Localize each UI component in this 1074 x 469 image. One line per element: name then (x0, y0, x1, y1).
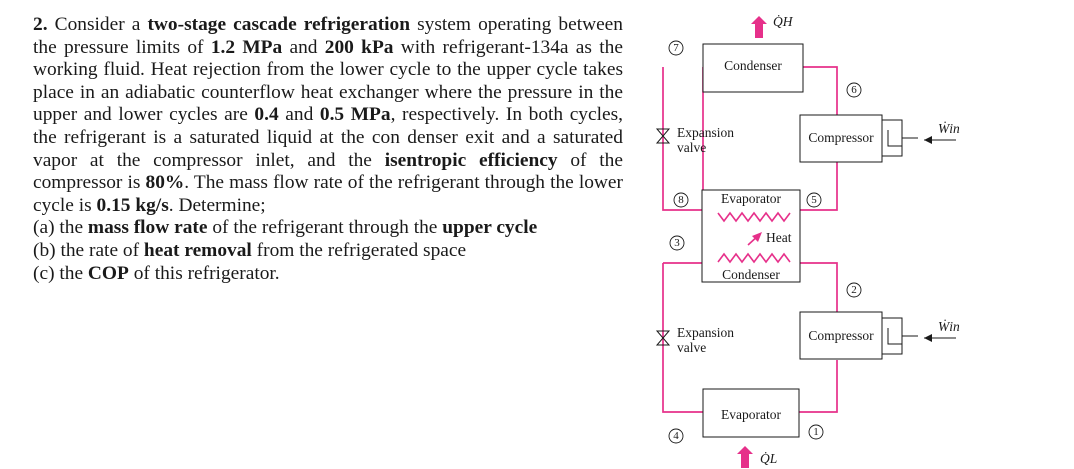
state-node-6: 6 (846, 82, 862, 98)
bold-span: 1.2 MPa (210, 36, 283, 58)
pipe-1 (798, 360, 838, 413)
lower-liquid-line (662, 263, 718, 413)
question-a: (a) the mass flow rate of the refrigeran… (33, 217, 623, 240)
state-node-8: 8 (673, 192, 689, 208)
lower-evaporator-box (702, 388, 800, 438)
heat-in-arrow-icon (737, 446, 753, 468)
state-node-3: 3 (669, 235, 685, 251)
heat-label: Heat (766, 230, 792, 245)
condenser-coil (717, 252, 791, 264)
text-span: of the compressor is (33, 149, 623, 194)
state-label: 1 (813, 426, 819, 438)
q-h-label: Q̇H (773, 14, 794, 29)
state-label: 5 (811, 194, 817, 206)
pipe-2 (798, 262, 838, 312)
state-node-7: 7 (668, 40, 684, 56)
lower-expansion-valve-icon (655, 330, 671, 346)
lower-compressor-box (799, 311, 883, 360)
text-span: (a) the (33, 217, 84, 239)
bold-span: 0.15 kg/s (96, 194, 169, 216)
bold-span: upper cycle (442, 217, 538, 239)
question-b: (b) the rate of heat removal from the re… (33, 240, 623, 263)
lower-evaporator-label: Evaporator (721, 407, 781, 422)
state-label: 8 (678, 194, 684, 206)
upper-expansion-label-1: Expansion (677, 125, 734, 140)
pipe-5 (798, 162, 838, 211)
state-node-1: 1 (808, 424, 824, 440)
text-span: of the refrigerant through the (212, 217, 438, 239)
text-span: with refrigerant-134a as the working flu… (33, 36, 623, 126)
text-span: of this refrigerator. (133, 262, 280, 284)
upper-compressor-box (799, 114, 883, 163)
problem-number: 2. (33, 14, 48, 35)
heat-arrow-icon (752, 232, 762, 242)
upper-work-arrow-icon (924, 136, 932, 144)
lower-work-arrow-icon (924, 334, 932, 342)
text-span: . Determine; (168, 194, 266, 216)
bold-span: 0.4 (254, 104, 279, 126)
bold-span: two-stage cascade refrigeration (147, 14, 411, 35)
bold-span: 0.5 MPa (319, 104, 391, 126)
upper-expansion-valve-icon (655, 128, 671, 144)
text-span: Consider a (54, 14, 141, 35)
w-in-lower-label: Ẇin (938, 319, 960, 334)
upper-condenser-label: Condenser (724, 58, 782, 73)
text-span: (c) the (33, 262, 84, 284)
text-span: , respectively. In both cycles, the refr… (33, 104, 623, 171)
state-label: 2 (851, 284, 857, 296)
upper-expansion-label-2: valve (677, 140, 706, 155)
hx-evaporator-label: Evaporator (721, 191, 781, 206)
problem-paragraph: 2. Consider a two-stage cascade refriger… (33, 14, 623, 217)
text-span: and (289, 36, 318, 58)
bold-span: 80% (145, 172, 185, 194)
state-node-4: 4 (668, 428, 684, 444)
state-label: 3 (674, 237, 680, 249)
state-label: 4 (673, 430, 679, 442)
upper-piston-icon (882, 119, 918, 157)
state-node-2: 2 (846, 282, 862, 298)
w-in-upper-label: Ẇin (938, 121, 960, 136)
bold-span: isentropic efficiency (384, 149, 558, 171)
upper-liquid-line (662, 67, 720, 211)
bold-span: heat removal (143, 239, 252, 261)
bold-span: mass flow rate (87, 217, 208, 239)
lower-piston-icon (882, 317, 918, 355)
question-c: (c) the COP of this refrigerator. (33, 263, 623, 286)
text-span: (b) the rate of (33, 239, 140, 261)
bold-span: 200 kPa (324, 36, 394, 58)
text-span: from the refrigerated space (256, 239, 467, 261)
lower-compressor-label: Compressor (808, 328, 874, 343)
lower-expansion-label-1: Expansion (677, 325, 734, 340)
upper-compressor-label: Compressor (808, 130, 874, 145)
text-span: . The mass flow rate of the refrigerant … (33, 172, 623, 216)
problem-statement: 2. Consider a two-stage cascade refriger… (33, 14, 623, 285)
cascade-refrigeration-diagram: Q̇H Condenser Expansion valve Compressor… (655, 14, 960, 468)
lower-expansion-label-2: valve (677, 340, 706, 355)
q-l-label: Q̇L (760, 451, 777, 466)
state-label: 6 (851, 84, 857, 96)
heat-exchanger-box (701, 189, 801, 283)
evaporator-coil (717, 211, 791, 223)
state-node-5: 5 (806, 192, 822, 208)
heat-out-arrow-icon (751, 16, 767, 38)
bold-span: COP (87, 262, 129, 284)
upper-condenser-box (702, 43, 804, 93)
state-label: 7 (673, 42, 679, 54)
pipe-6 (802, 66, 838, 115)
text-span: system operating between the pressure li… (33, 14, 623, 58)
text-span: and (285, 104, 314, 126)
hx-condenser-label: Condenser (722, 267, 780, 282)
